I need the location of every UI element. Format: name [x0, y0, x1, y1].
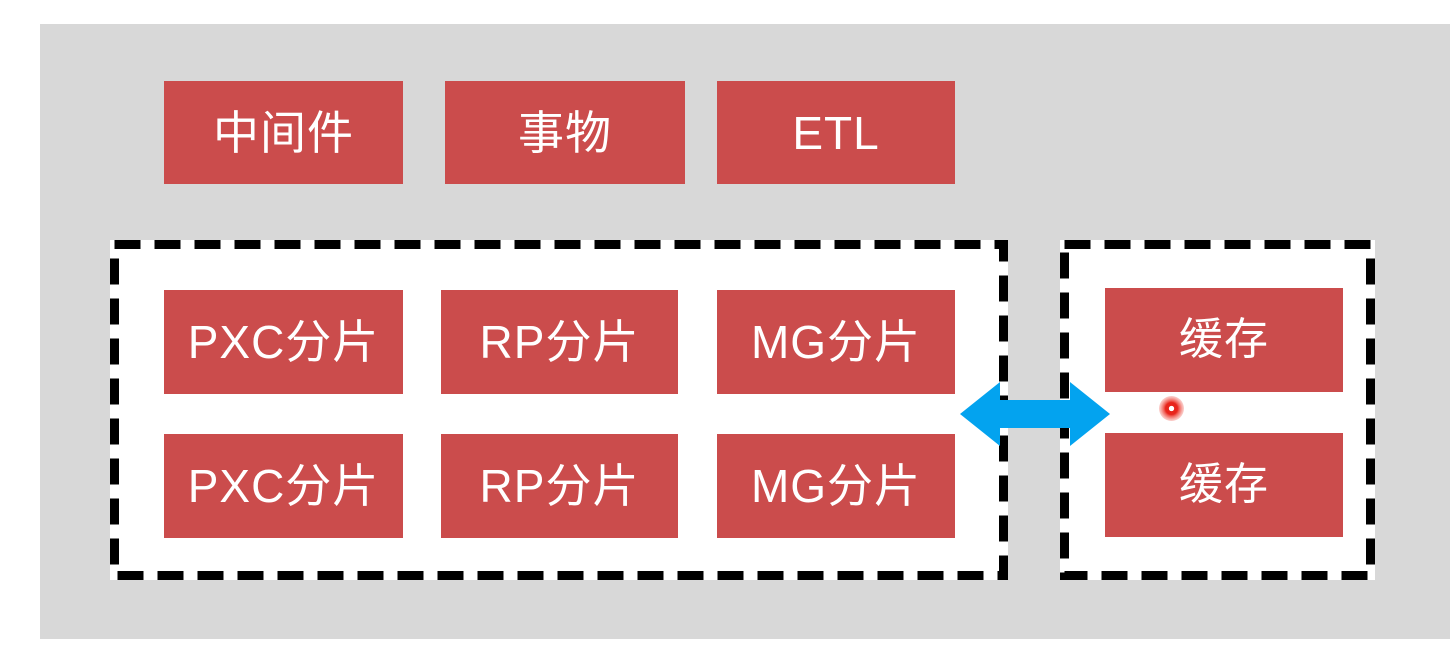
- cache-box-row1[interactable]: 缓存: [1105, 288, 1343, 392]
- click-marker-icon: [1159, 396, 1184, 421]
- double-arrow-icon: [960, 382, 1110, 446]
- box-middleware[interactable]: 中间件: [164, 81, 403, 184]
- shard-box-rp-row1[interactable]: RP分片: [441, 290, 678, 394]
- shard-box-mg-row1[interactable]: MG分片: [717, 290, 955, 394]
- shard-box-rp-row2[interactable]: RP分片: [441, 434, 678, 538]
- cache-box-row2[interactable]: 缓存: [1105, 433, 1343, 537]
- shard-box-pxc-row2[interactable]: PXC分片: [164, 434, 403, 538]
- shard-box-mg-row2[interactable]: MG分片: [717, 434, 955, 538]
- box-transaction[interactable]: 事物: [445, 81, 685, 184]
- shard-box-pxc-row1[interactable]: PXC分片: [164, 290, 403, 394]
- box-etl[interactable]: ETL: [717, 81, 955, 184]
